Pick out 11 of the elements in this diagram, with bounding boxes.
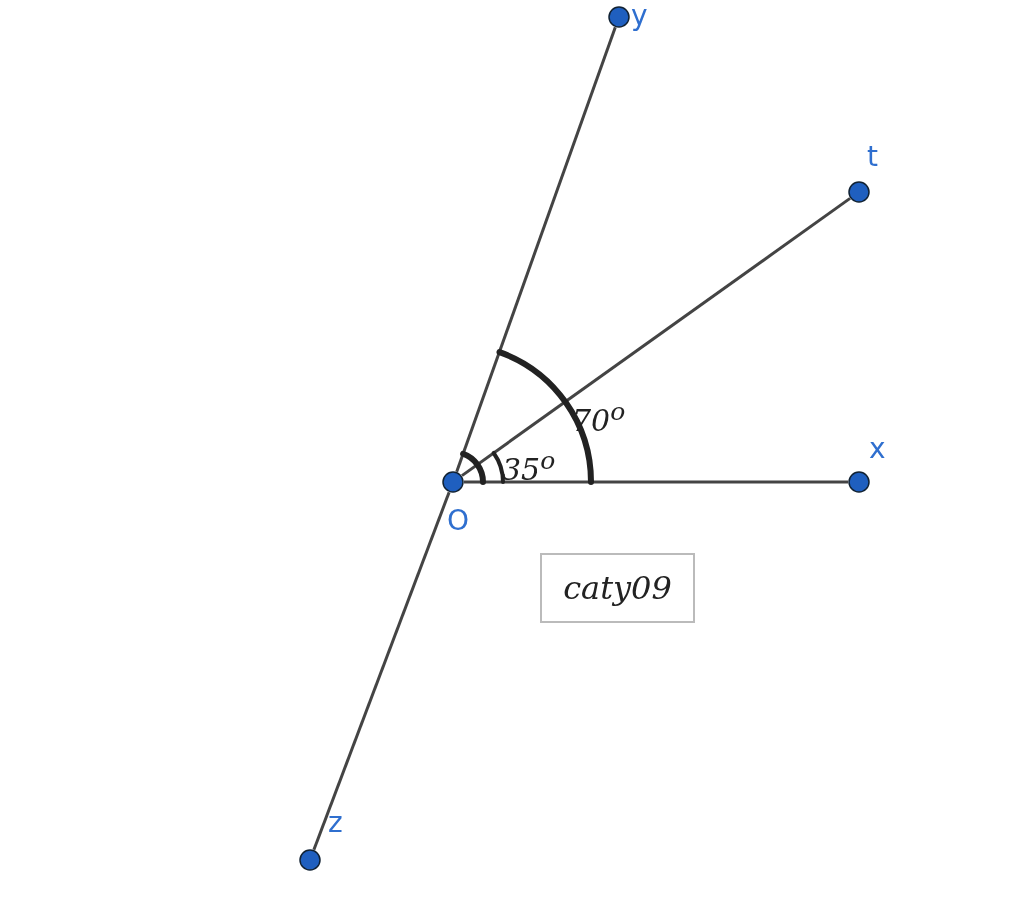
point-label: t [867, 142, 878, 172]
point-label: z [328, 808, 343, 838]
point-label: y [631, 1, 648, 31]
line-segment [312, 491, 451, 851]
point-label: O [447, 506, 470, 536]
line-segment [464, 480, 848, 484]
point-label: x [869, 434, 886, 464]
signature-text: caty09 [540, 553, 695, 623]
angle-label: 35$^{o}$ [502, 445, 556, 487]
line-segment [461, 197, 851, 477]
line-segment [455, 26, 617, 473]
